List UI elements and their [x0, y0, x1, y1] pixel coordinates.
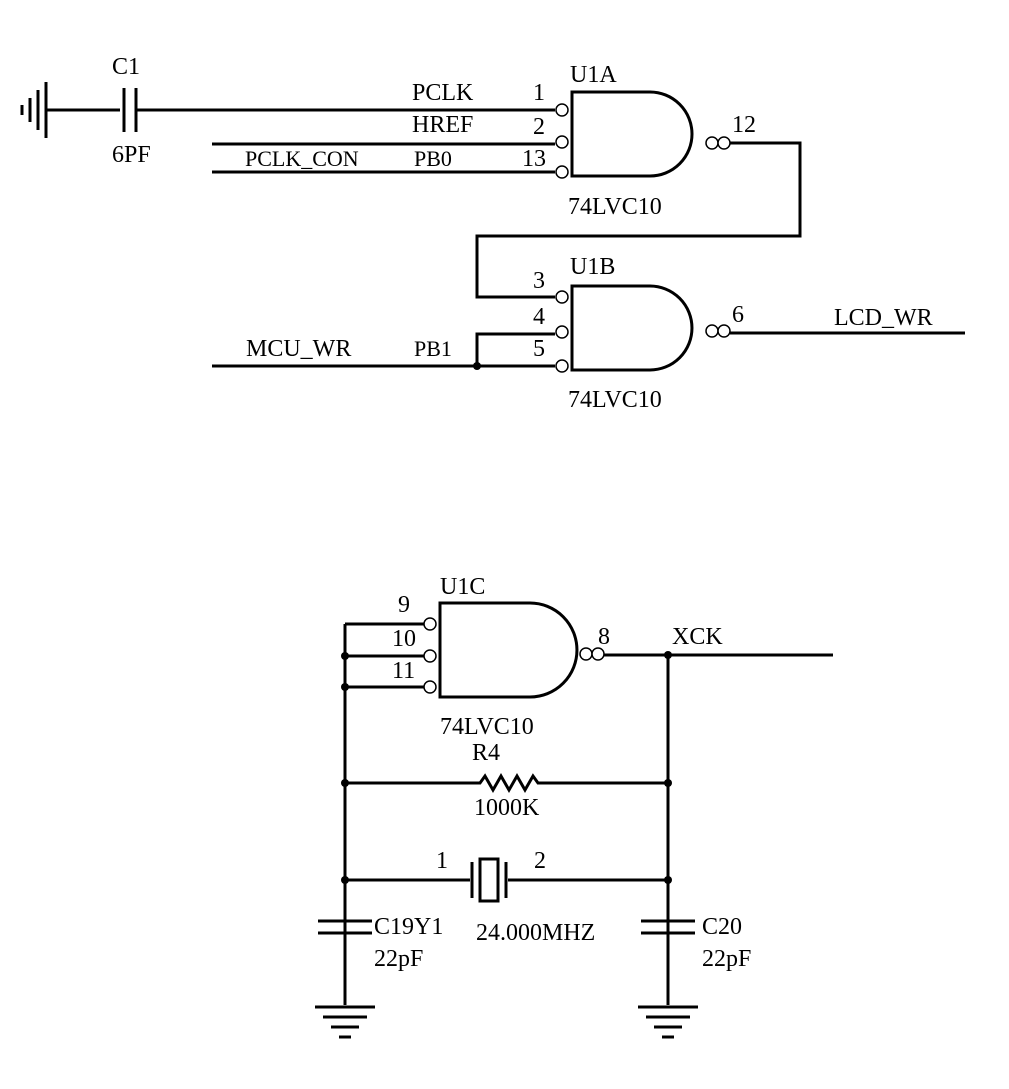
- wire-pclk-con: [212, 142, 555, 174]
- net-label-href: HREF: [412, 112, 473, 138]
- r4-ref-label: R4: [472, 740, 500, 766]
- net-label-pb1: PB1: [414, 336, 452, 361]
- resistor-r4: [345, 772, 668, 794]
- u1a-pin-12: 12: [732, 112, 756, 138]
- c20-ref-label: C20: [702, 914, 742, 940]
- u1b-pin-4: 4: [533, 304, 545, 330]
- y1-pin-1: 1: [436, 848, 448, 874]
- u1c-pin-10: 10: [392, 626, 416, 652]
- c19-value-label: 22pF: [374, 946, 423, 972]
- wire-u1a-to-u1b: [475, 141, 802, 299]
- c1-value-label: 6PF: [112, 142, 151, 168]
- u1b-pin-3: 3: [533, 268, 545, 294]
- u1a-pin-2: 2: [533, 114, 545, 140]
- net-label-xck: XCK: [672, 624, 723, 650]
- y1-ref-label: Y1: [414, 914, 443, 940]
- u1b-pin-6: 6: [732, 302, 744, 328]
- u1b-part-label: 74LVC10: [568, 387, 662, 413]
- ground-symbol-c1: [20, 82, 120, 138]
- u1c-ref-label: U1C: [440, 574, 485, 600]
- net-label-pb0: PB0: [414, 146, 452, 171]
- u1c-pin-8: 8: [598, 624, 610, 650]
- c19-ref-label: C19: [374, 914, 414, 940]
- gate-u1a: [555, 90, 731, 179]
- ground-symbol-c19: [315, 1005, 375, 1039]
- wire-left-rail: [341, 622, 424, 1005]
- u1c-pin-9: 9: [398, 592, 410, 618]
- r4-value-label: 1000K: [474, 795, 540, 821]
- y1-pin-2: 2: [534, 848, 546, 874]
- y1-value-label: 24.000MHZ: [476, 920, 595, 946]
- ground-symbol-c20: [638, 1005, 698, 1039]
- gate-u1c: [423, 601, 605, 699]
- c1-ref-label: C1: [112, 54, 140, 80]
- gate-u1b: [555, 284, 731, 373]
- capacitor-c1: [122, 88, 555, 132]
- u1a-pin-1: 1: [533, 80, 545, 106]
- u1a-ref-label: U1A: [570, 62, 617, 88]
- capacitor-c20: [641, 919, 695, 935]
- net-label-pclk-con: PCLK_CON: [245, 146, 359, 171]
- net-label-pclk: PCLK: [412, 80, 474, 106]
- u1a-part-label: 74LVC10: [568, 194, 662, 220]
- wire-xck: [604, 651, 833, 1005]
- wire-mcu-wr: [212, 332, 555, 370]
- u1b-pin-5: 5: [533, 336, 545, 362]
- crystal-y1: [345, 857, 668, 903]
- net-label-lcd-wr: LCD_WR: [834, 305, 933, 331]
- u1c-pin-11: 11: [392, 658, 415, 684]
- u1b-ref-label: U1B: [570, 254, 615, 280]
- capacitor-c19: [318, 919, 372, 935]
- net-label-mcu-wr: MCU_WR: [246, 336, 351, 362]
- u1c-part-label: 74LVC10: [440, 714, 534, 740]
- c20-value-label: 22pF: [702, 946, 751, 972]
- u1a-pin-13: 13: [522, 146, 546, 172]
